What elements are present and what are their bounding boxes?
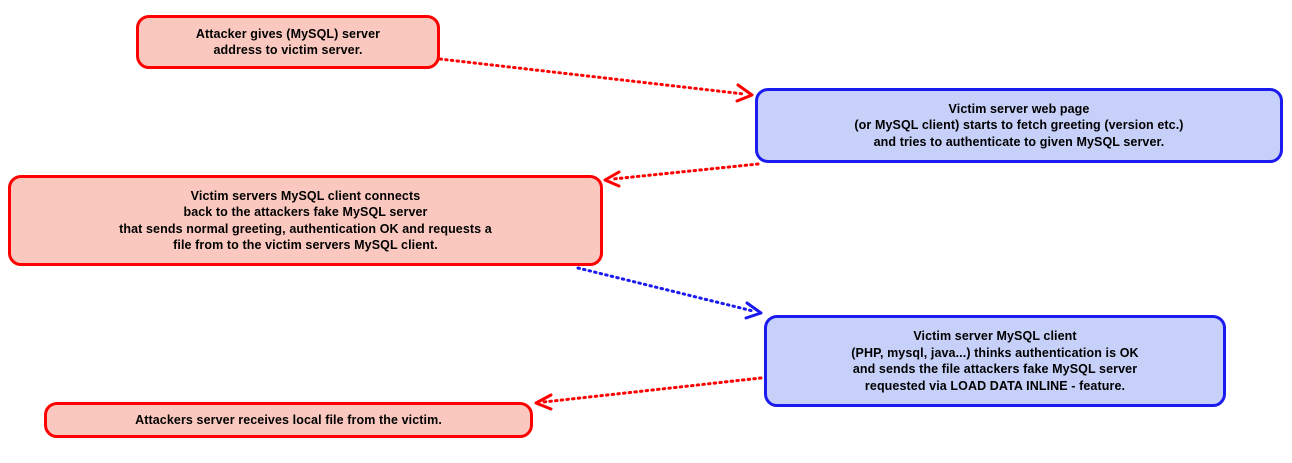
- arrowhead-3-icon: [744, 301, 763, 320]
- arrowhead-4-icon: [534, 393, 553, 411]
- node-label: Victim servers MySQL client connects bac…: [119, 188, 492, 253]
- node-label: Victim server MySQL client (PHP, mysql, …: [851, 329, 1139, 393]
- connector-line-2: [611, 162, 760, 181]
- node-victim-client-sends-file[interactable]: Victim server MySQL client (PHP, mysql, …: [764, 315, 1226, 407]
- connector-line-4: [542, 376, 763, 404]
- connector-link-4: [534, 376, 763, 411]
- node-attacker-receives-file[interactable]: Attackers server receives local file fro…: [44, 402, 533, 438]
- arrowhead-1-icon: [735, 83, 754, 103]
- connector-link-1: [438, 57, 754, 103]
- connector-link-3: [576, 266, 763, 320]
- arrowhead-2-icon: [603, 170, 621, 188]
- connector-link-2: [603, 162, 760, 188]
- connector-line-3: [576, 266, 755, 313]
- node-victim-web-page-fetch[interactable]: Victim server web page (or MySQL client)…: [755, 88, 1283, 163]
- node-victim-client-connects-back[interactable]: Victim servers MySQL client connects bac…: [8, 175, 603, 266]
- node-label: Victim server web page (or MySQL client)…: [854, 101, 1184, 149]
- node-attacker-gives-address[interactable]: Attacker gives (MySQL) server address to…: [136, 15, 440, 69]
- connector-line-1: [438, 57, 746, 96]
- node-label: Attacker gives (MySQL) server address to…: [195, 26, 381, 58]
- node-label: Attackers server receives local file fro…: [135, 412, 442, 427]
